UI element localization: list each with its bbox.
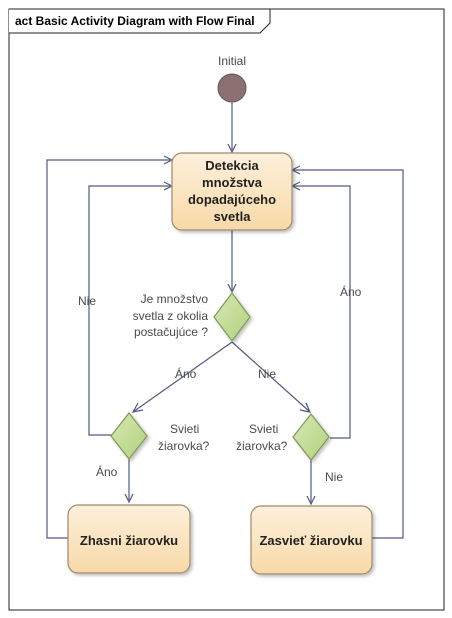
activity-detect-line-3: dopadajúceho (188, 192, 276, 207)
guard-main-yes: Áno (175, 366, 197, 381)
guard-left-no: Nie (78, 294, 96, 308)
decision-right-text-2: žiarovka? (236, 439, 288, 453)
decision-left[interactable] (110, 412, 148, 460)
frame-title: act Basic Activity Diagram with Flow Fin… (15, 14, 255, 28)
decision-main-text-1: Je množstvo (141, 292, 209, 306)
activity-off[interactable]: Zhasni žiarovku (67, 504, 191, 574)
initial-node[interactable] (217, 73, 247, 103)
activity-off-label: Zhasni žiarovku (80, 533, 178, 548)
activity-detect-line-2: množstva (202, 175, 263, 190)
guard-right-no: Nie (325, 470, 343, 484)
activity-on-label: Zasvieť žiarovku (259, 533, 362, 548)
guard-left-yes: Áno (96, 464, 118, 479)
decision-left-text-1: Svieti (170, 422, 199, 436)
activity-detect[interactable]: Detekcia množstva dopadajúceho svetla (171, 152, 293, 231)
frame-title-tab (9, 8, 271, 34)
activity-on[interactable]: Zasvieť žiarovku (250, 505, 373, 575)
decision-main-text-3: postačujúce ? (134, 325, 208, 339)
edges (46, 102, 404, 539)
decision-main-text-2: svetla z okolia (133, 309, 209, 323)
decision-main[interactable] (213, 292, 251, 342)
guard-main-no: Nie (258, 367, 276, 381)
decision-left-text-2: žiarovka? (158, 439, 210, 453)
decision-right[interactable] (292, 413, 330, 461)
activity-detect-line-1: Detekcia (205, 158, 259, 173)
initial-label: Initial (218, 54, 246, 68)
activity-detect-line-4: svetla (214, 209, 252, 224)
decision-right-text-1: Svieti (249, 422, 278, 436)
guard-right-yes: Áno (340, 284, 362, 299)
